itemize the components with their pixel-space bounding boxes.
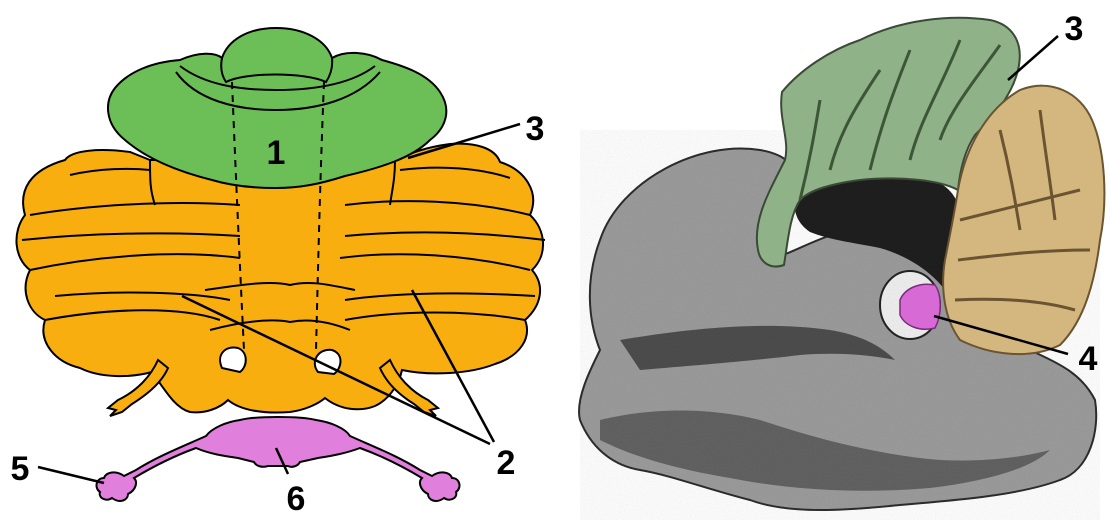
label-fissure-number-right: 3 (1065, 10, 1084, 48)
flocculonodular-body (97, 417, 460, 501)
flocculonodular-lobe (97, 417, 460, 501)
label-hemisphere-number: 2 (497, 444, 516, 482)
sagittal-section-view: 3 4 (579, 10, 1104, 520)
label-vermis-number: 1 (267, 134, 286, 172)
label-nodule-number: 6 (287, 480, 306, 518)
section-nucleus (900, 284, 940, 329)
label-flocculus-number: 5 (11, 450, 30, 488)
label-fissure-number-left: 3 (526, 110, 545, 148)
posterior-notch-left (220, 347, 246, 372)
cerebellum-dorsal-view: 1 3 2 5 6 (11, 28, 545, 518)
label-nucleus-number: 4 (1079, 340, 1098, 378)
pointer-flocculus (38, 467, 104, 483)
